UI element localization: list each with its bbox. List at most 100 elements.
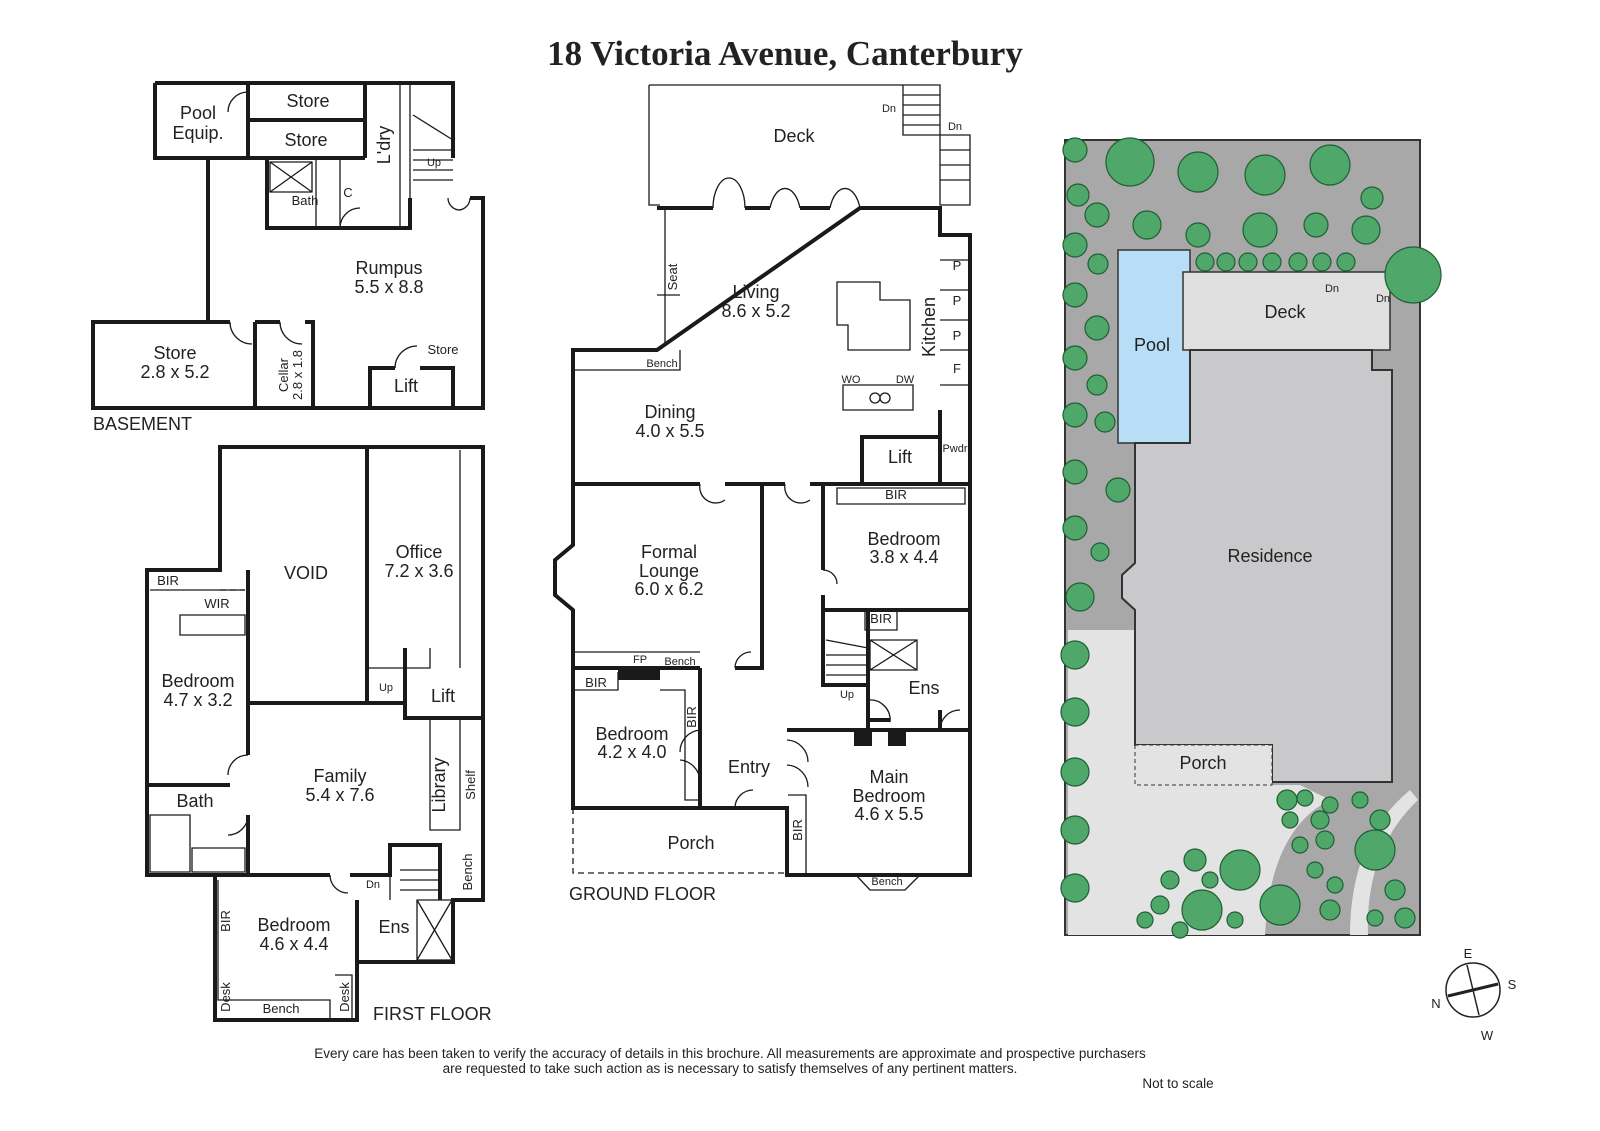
room-label: Bedroom: [161, 671, 234, 691]
fixture-label: Shelf: [463, 770, 478, 800]
tree-icon: [1384, 246, 1442, 304]
room-dimensions: 2.8 x 5.2: [140, 362, 209, 382]
site-label: Porch: [1179, 753, 1226, 773]
tree-icon: [1276, 789, 1298, 811]
stair-up-label: Up: [379, 682, 393, 694]
room-label: Dining: [644, 402, 695, 422]
fireplace-label: FP: [633, 654, 647, 666]
room-label: Cellar: [276, 357, 291, 392]
room-label: Pool: [180, 103, 216, 123]
tree-icon: [1242, 212, 1278, 248]
tree-icon: [1105, 477, 1131, 503]
room-dimensions: 8.6 x 5.2: [721, 301, 790, 321]
fixture-label: BIR: [870, 611, 892, 626]
tree-icon: [1312, 252, 1332, 272]
room-dimensions: 3.8 x 4.4: [869, 547, 938, 567]
compass-north: N: [1431, 996, 1440, 1011]
pantry-label: P: [953, 328, 962, 343]
stair-up-label: Up: [427, 157, 441, 169]
room-label: L'dry: [374, 126, 394, 164]
tree-icon: [1319, 899, 1341, 921]
basement-plan: Pool Equip. Store Store L'dry Up Bath C …: [91, 81, 485, 434]
tree-icon: [1351, 215, 1381, 245]
tree-icon: [1244, 154, 1286, 196]
room-dimensions: 4.0 x 5.5: [635, 421, 704, 441]
room-label: Deck: [773, 126, 815, 146]
tree-icon: [1065, 582, 1095, 612]
tree-icon: [1195, 252, 1215, 272]
room-label: Formal: [641, 542, 697, 562]
stair-down-label: Dn: [1325, 283, 1339, 295]
room-label: Bedroom: [867, 529, 940, 549]
tree-icon: [1087, 253, 1109, 275]
tree-icon: [1136, 911, 1154, 929]
tree-icon: [1238, 252, 1258, 272]
fixture-label: BIR: [157, 573, 179, 588]
room-label: Pwdr: [942, 443, 967, 455]
tree-icon: [1384, 879, 1406, 901]
compass-south: S: [1508, 977, 1517, 992]
tree-icon: [1060, 757, 1090, 787]
fixture-label: BIR: [885, 487, 907, 502]
room-label: Rumpus: [355, 258, 422, 278]
tree-icon: [1336, 252, 1356, 272]
fixture-label: Bench: [664, 656, 695, 668]
pantry-label: P: [953, 258, 962, 273]
fixture-label: BIR: [218, 910, 233, 932]
tree-icon: [1360, 186, 1384, 210]
room-label: Bath: [176, 791, 213, 811]
room-label: Store: [427, 342, 458, 357]
tree-icon: [1094, 411, 1116, 433]
appliance-label: WO: [842, 374, 861, 386]
fridge-label: F: [953, 361, 961, 376]
tree-icon: [1062, 345, 1088, 371]
compass-west: W: [1481, 1028, 1494, 1043]
tree-icon: [1060, 640, 1090, 670]
tree-icon: [1321, 796, 1339, 814]
room-label: VOID: [284, 563, 328, 583]
tree-icon: [1291, 836, 1309, 854]
room-dimensions: 4.6 x 5.5: [854, 804, 923, 824]
tree-icon: [1369, 809, 1391, 831]
tree-icon: [1160, 870, 1180, 890]
room-label: Office: [396, 542, 443, 562]
tree-icon: [1219, 849, 1261, 891]
fixture-label: BIR: [684, 706, 699, 728]
room-label: Porch: [667, 833, 714, 853]
room-label: Seat: [665, 263, 680, 290]
tree-icon: [1296, 789, 1314, 807]
tree-icon: [1366, 909, 1384, 927]
fixture-label: BIR: [790, 819, 805, 841]
tree-icon: [1288, 252, 1308, 272]
room-label: Living: [732, 282, 779, 302]
room-label: Store: [286, 91, 329, 111]
room-dimensions: 4.7 x 3.2: [163, 690, 232, 710]
tree-icon: [1309, 144, 1351, 186]
tree-icon: [1062, 515, 1088, 541]
fixture-label: Bench: [871, 876, 902, 888]
room-dimensions: 5.5 x 8.8: [354, 277, 423, 297]
appliance-label: DW: [896, 374, 915, 386]
fixture-label: Bench: [646, 358, 677, 370]
page-title: 18 Victoria Avenue, Canterbury: [547, 34, 1023, 73]
tree-icon: [1060, 815, 1090, 845]
tree-icon: [1351, 791, 1369, 809]
room-label: Store: [284, 130, 327, 150]
disclaimer-line-2: are requested to take such action as is …: [443, 1061, 1018, 1076]
site-label: Pool: [1134, 335, 1170, 355]
disclaimer-line-1: Every care has been taken to verify the …: [314, 1046, 1146, 1061]
tree-icon: [1084, 315, 1110, 341]
tree-icon: [1062, 402, 1088, 428]
stair-down-label: Dn: [366, 879, 380, 891]
room-dimensions: 4.6 x 4.4: [259, 934, 328, 954]
tree-icon: [1306, 861, 1324, 879]
tree-icon: [1394, 907, 1416, 929]
fixture-label: Desk: [218, 982, 233, 1012]
tree-icon: [1090, 542, 1110, 562]
compass-icon: E S N W: [1431, 946, 1516, 1043]
room-label: Kitchen: [919, 297, 939, 357]
site-plan: Pool Deck Dn Dn Residence Porch: [1060, 137, 1442, 939]
room-dimensions: 2.8 x 1.8: [290, 350, 305, 400]
tree-icon: [1171, 921, 1189, 939]
